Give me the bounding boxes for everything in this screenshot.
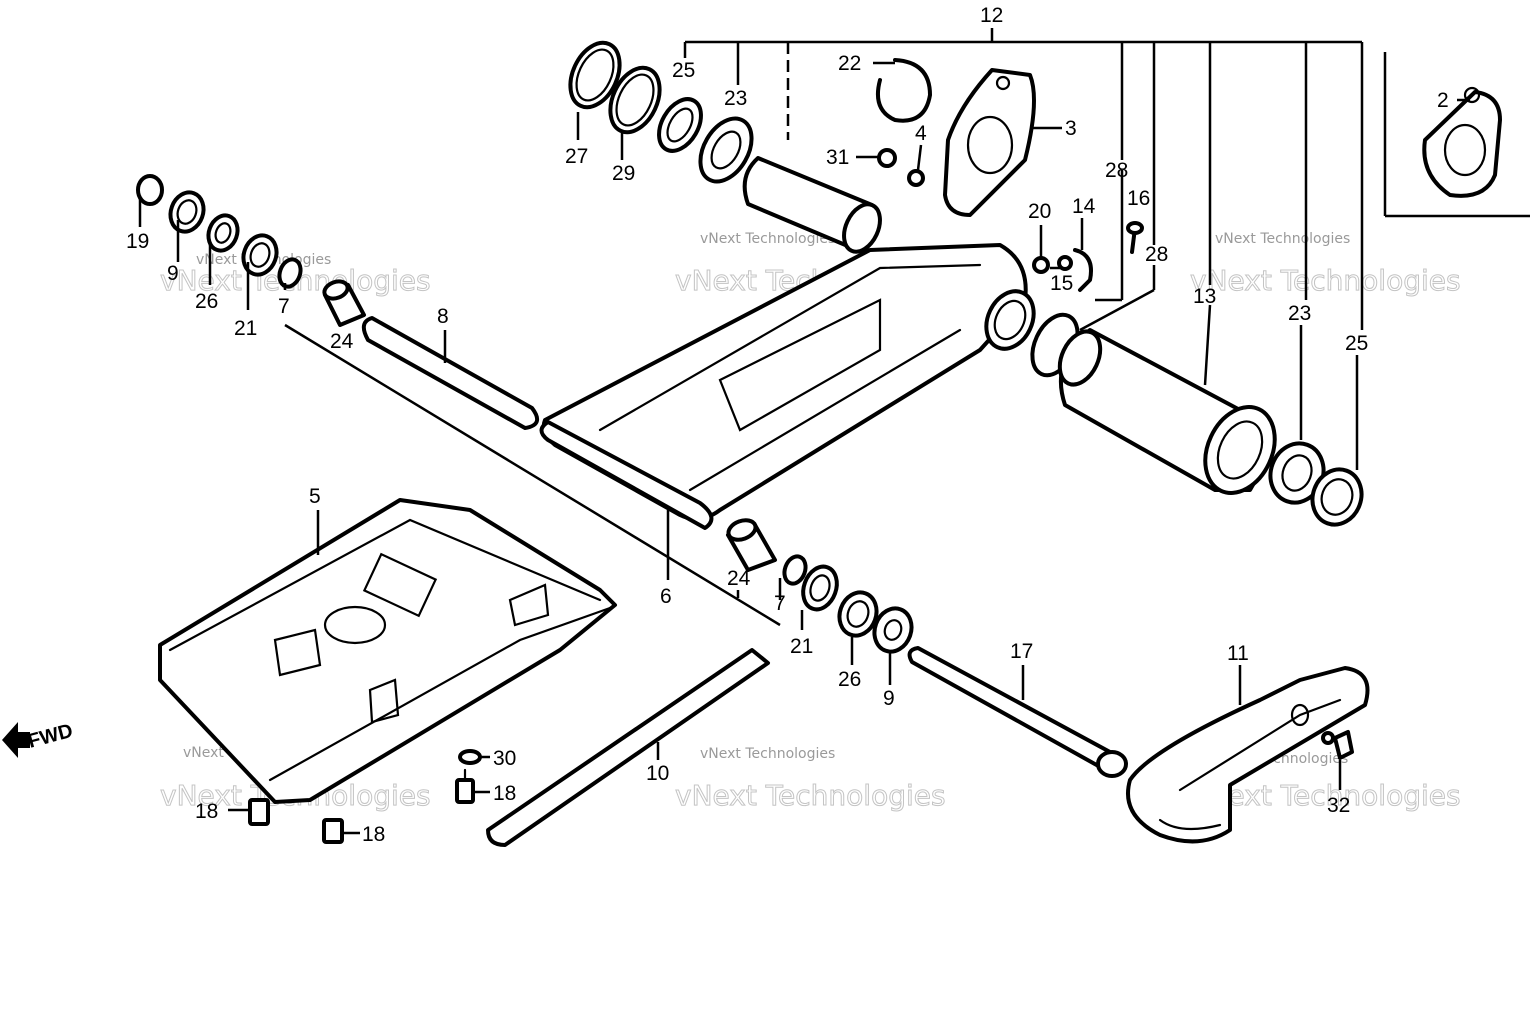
- callout-31: 31: [826, 146, 849, 169]
- callout-8: 8: [437, 305, 449, 328]
- callout-28: 28: [1105, 159, 1128, 182]
- callout-30: 30: [493, 747, 516, 770]
- callout-28: 28: [1145, 243, 1168, 266]
- callout-5: 5: [309, 485, 321, 508]
- callout-21: 21: [790, 635, 813, 658]
- chain-case-11: [1126, 666, 1370, 844]
- watermark-small: vNext Technologies: [700, 231, 835, 247]
- callout-26: 26: [195, 290, 218, 313]
- bushing-24-right: [726, 518, 777, 572]
- bolt-32: [1321, 730, 1354, 760]
- inset-frame: [1383, 52, 1530, 218]
- callout-18: 18: [195, 800, 218, 823]
- callout-11: 11: [1227, 642, 1249, 665]
- bearing-23-top: [698, 116, 754, 184]
- pivot-shaft-8: [361, 316, 540, 430]
- washer-25-top: [657, 97, 703, 153]
- bracket-2: [1422, 86, 1502, 198]
- callout-23: 23: [724, 87, 747, 110]
- swingarm-6: [539, 243, 1036, 530]
- watermark-large: vNext Technologies: [1190, 264, 1461, 297]
- washer-21-left: [241, 233, 279, 277]
- callout-labels: 12 25 23 27 29 22 31 4 3 2 19 9 26 21 7 …: [126, 4, 1449, 846]
- callout-12: 12: [980, 4, 1003, 27]
- callout-27: 27: [565, 145, 588, 168]
- callout-25: 25: [1345, 332, 1368, 355]
- callout-18: 18: [362, 823, 385, 846]
- washer-25-right: [1310, 467, 1364, 527]
- washer-21-right: [801, 564, 839, 612]
- part-14-clip: [1073, 248, 1093, 292]
- callout-14: 14: [1072, 195, 1096, 218]
- callout-29: 29: [612, 162, 635, 185]
- pivot-bolt-17: [907, 646, 1128, 778]
- dust-seal-9-left: [168, 190, 206, 234]
- part-4-nut: [907, 169, 925, 187]
- bracket-12: [683, 28, 1364, 330]
- bolt-18-bottom: [322, 818, 344, 844]
- callout-3: 3: [1065, 117, 1077, 140]
- bushing-24-left: [322, 279, 366, 327]
- fwd-arrow-icon: [2, 722, 30, 758]
- skid-plate-5: [158, 498, 617, 804]
- part-20-nut: [1032, 256, 1050, 274]
- callout-6: 6: [660, 585, 672, 608]
- circlip-22: [875, 58, 932, 123]
- callout-18: 18: [493, 782, 516, 805]
- callout-23: 23: [1288, 302, 1311, 325]
- callout-22: 22: [838, 52, 861, 75]
- leader-lines: [138, 61, 1470, 835]
- callout-19: 19: [126, 230, 149, 253]
- watermark-group: vNext Technologies vNext Technologies vN…: [160, 231, 1462, 813]
- callout-21: 21: [234, 317, 257, 340]
- axis-line-6: [284, 323, 781, 627]
- callout-4: 4: [915, 122, 927, 145]
- callout-7: 7: [774, 592, 786, 615]
- seal-26-left: [206, 213, 240, 253]
- callout-15: 15: [1050, 272, 1073, 295]
- watermark-small: vNext Technologies: [1215, 231, 1350, 247]
- o-ring-28-b: [1057, 329, 1103, 387]
- callout-2: 2: [1437, 89, 1449, 112]
- bracket-plate-3: [943, 68, 1036, 217]
- callout-13: 13: [1193, 285, 1216, 308]
- seal-29: [608, 65, 662, 135]
- callout-10: 10: [646, 762, 669, 785]
- callout-25: 25: [672, 59, 695, 82]
- washer-30: [458, 749, 482, 765]
- callout-20: 20: [1028, 200, 1051, 223]
- seal-26-right: [837, 590, 879, 638]
- callout-7: 7: [278, 295, 290, 318]
- watermark-large: vNext Technologies: [675, 779, 946, 812]
- bolt-18-mid: [455, 768, 475, 804]
- bolt-18-left: [248, 798, 270, 826]
- callout-32: 32: [1327, 794, 1350, 817]
- part-31-washer: [877, 148, 897, 168]
- callout-26: 26: [838, 668, 861, 691]
- part-16-screw: [1126, 221, 1144, 254]
- dust-seal-9-right: [872, 606, 914, 654]
- callout-9: 9: [167, 262, 179, 285]
- part-15-bolt: [1057, 255, 1073, 271]
- watermark-small: vNext Technologies: [700, 746, 835, 762]
- seal-27: [568, 40, 622, 110]
- chain-slider-10: [486, 648, 770, 847]
- callout-24: 24: [330, 330, 354, 353]
- callout-24: 24: [727, 567, 751, 590]
- ring-7-right: [782, 554, 808, 586]
- fwd-label: FWD: [26, 720, 76, 753]
- callout-9: 9: [883, 687, 895, 710]
- cap-19: [136, 174, 164, 206]
- callout-17: 17: [1010, 640, 1033, 663]
- callout-16: 16: [1127, 187, 1150, 210]
